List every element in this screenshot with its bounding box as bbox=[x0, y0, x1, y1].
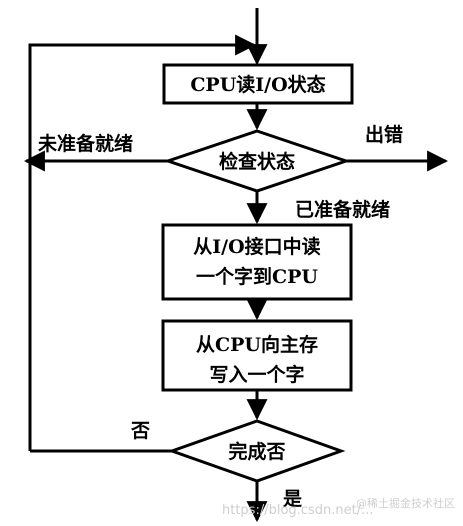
write-word-label-line2: 写入一个字 bbox=[209, 363, 304, 386]
write-word-label-line1: 从CPU向主存 bbox=[196, 333, 318, 356]
watermark-brand: @稀土掘金技术社区 bbox=[356, 496, 455, 510]
read-status-box bbox=[162, 63, 354, 105]
error-label: 出错 bbox=[365, 123, 403, 146]
read-word-box bbox=[161, 223, 353, 301]
done-check-label: 完成否 bbox=[228, 440, 285, 463]
loop-back-arrow bbox=[28, 34, 257, 160]
watermark-url: https://blog.csdn.net/... bbox=[222, 503, 373, 518]
no-label: 否 bbox=[130, 420, 150, 442]
write-word-box bbox=[161, 319, 353, 392]
not-ready-label: 未准备就绪 bbox=[37, 132, 133, 155]
read-status-label: CPU读I/O状态 bbox=[190, 73, 325, 96]
read-word-label-line1: 从I/O接口中读 bbox=[193, 235, 320, 258]
check-status-label: 检查状态 bbox=[219, 150, 295, 173]
ready-label: 已准备就绪 bbox=[295, 198, 390, 221]
yes-label: 是 bbox=[283, 488, 302, 510]
read-word-label-line2: 一个字到CPU bbox=[196, 265, 318, 288]
